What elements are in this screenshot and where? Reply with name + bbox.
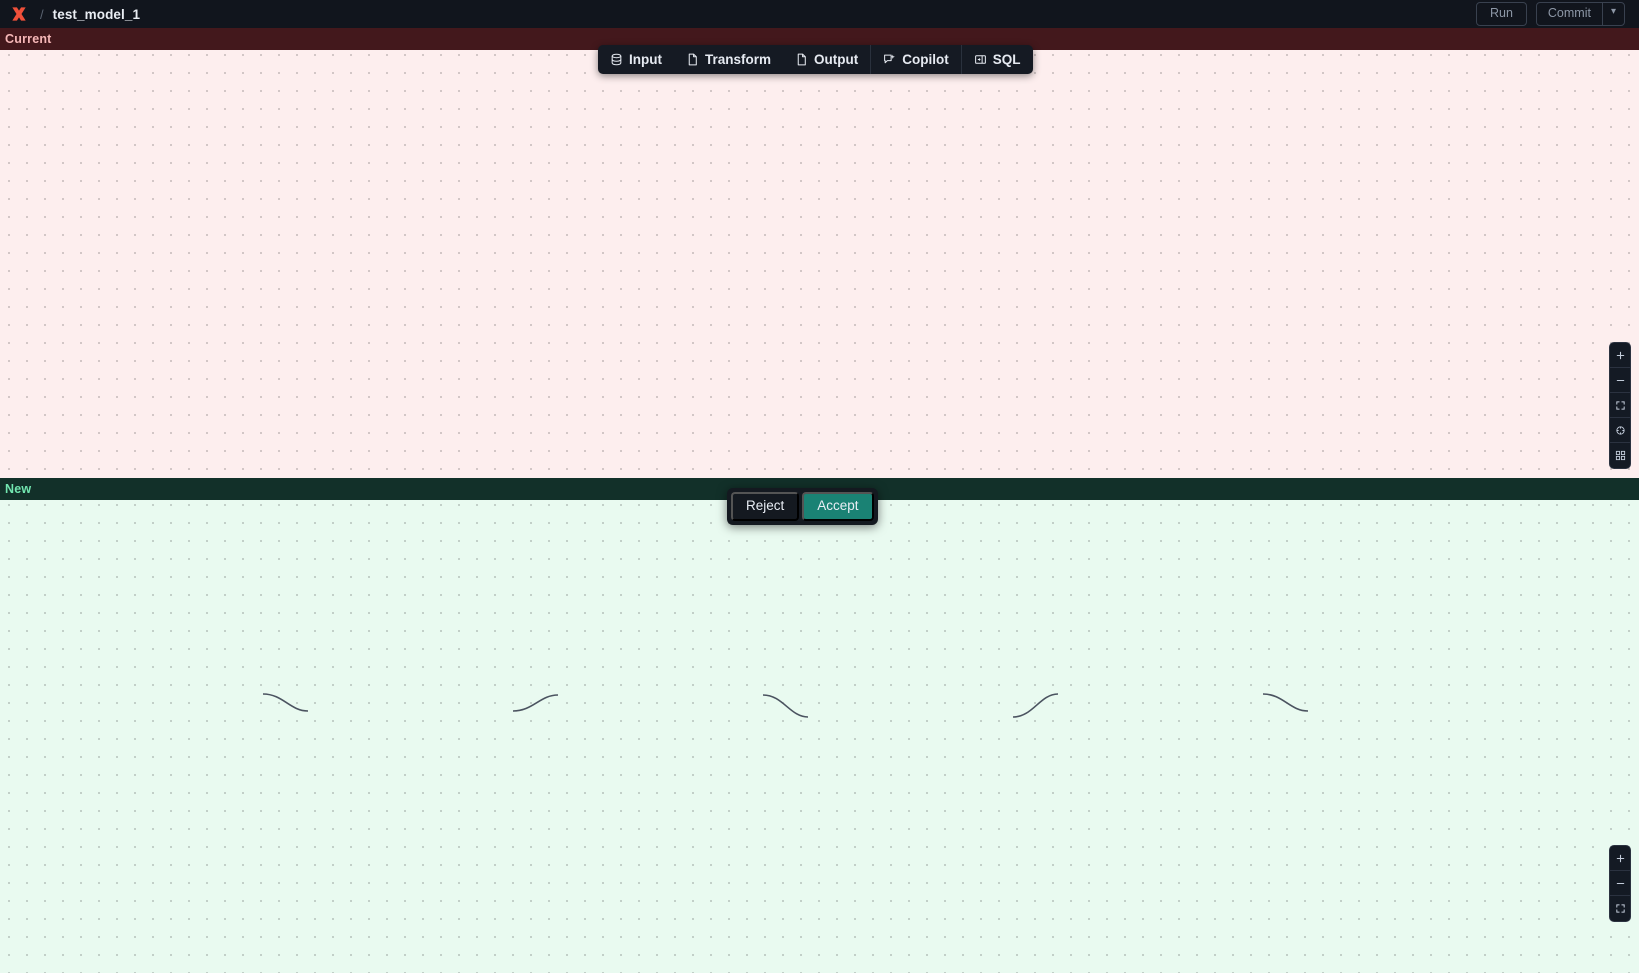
fit-screen-icon[interactable] <box>1610 393 1630 418</box>
page-title: test_model_1 <box>52 6 141 22</box>
toolbar-item-output[interactable]: Output <box>783 45 870 74</box>
toolbar-item-input[interactable]: Input <box>598 45 674 74</box>
breadcrumb-separator: / <box>40 6 44 22</box>
plus-icon[interactable] <box>1610 846 1630 871</box>
commit-button[interactable]: Commit <box>1547 5 1591 20</box>
dot-grid-background <box>0 28 1639 478</box>
toolbar-label: Transform <box>705 52 772 67</box>
canvas-pane-current[interactable]: Current <box>0 28 1639 478</box>
chevron-down-icon[interactable]: ▾ <box>1601 2 1624 26</box>
panel-right-icon <box>974 53 987 66</box>
pane-label-current: Current <box>0 28 1639 50</box>
toolbar-item-transform[interactable]: Transform <box>674 45 783 74</box>
toolbar-label: Output <box>814 52 859 67</box>
floating-toolbar: Input Transform Output <box>598 45 1033 74</box>
fit-screen-icon[interactable] <box>1610 896 1630 921</box>
toolbar-label: SQL <box>992 52 1021 67</box>
plus-icon[interactable] <box>1610 343 1630 368</box>
document-icon <box>795 53 808 66</box>
toolbar-item-sql[interactable]: SQL <box>960 45 1033 74</box>
commit-split-button: Commit ▾ <box>1535 1 1625 27</box>
document-icon <box>686 53 699 66</box>
toolbar-item-copilot[interactable]: Copilot <box>870 45 961 74</box>
topbar-actions: Run Commit ▾ <box>1475 1 1631 27</box>
database-icon <box>610 53 623 66</box>
dot-grid-background <box>0 478 1639 973</box>
x-logo-icon[interactable] <box>8 3 30 25</box>
zoom-controls-current <box>1609 342 1631 469</box>
grid-icon[interactable] <box>1610 443 1630 468</box>
copilot-sparkle-icon <box>883 53 896 66</box>
reject-button[interactable]: Reject <box>731 492 800 521</box>
run-button[interactable]: Run <box>1475 1 1527 27</box>
lock-target-icon[interactable] <box>1610 418 1630 443</box>
accept-button[interactable]: Accept <box>802 492 874 521</box>
top-bar: / test_model_1 Run Commit ▾ <box>0 0 1639 28</box>
zoom-controls-new <box>1609 845 1631 922</box>
diff-decision-bar: Reject Accept <box>727 488 878 525</box>
minus-icon[interactable] <box>1610 368 1630 393</box>
canvas-pane-new[interactable]: New fct_github_pull_requests <box>0 478 1639 973</box>
toolbar-label: Input <box>629 52 662 67</box>
minus-icon[interactable] <box>1610 871 1630 896</box>
toolbar-label: Copilot <box>902 52 949 67</box>
